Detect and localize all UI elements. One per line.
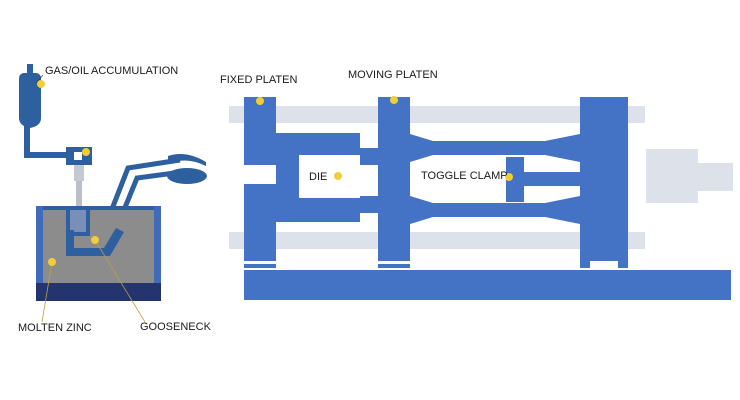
label-toggle-clamp: TOGGLE CLAMP (421, 170, 508, 182)
marker-fixed-platen (256, 97, 264, 105)
gooseneck (66, 206, 124, 256)
label-fixed-platen: FIXED PLATEN (220, 74, 298, 86)
die (276, 133, 378, 222)
gas-oil-accumulator (19, 64, 68, 158)
marker-die (334, 172, 342, 180)
marker-moving-platen (390, 96, 398, 104)
toggle-linkage (410, 134, 580, 224)
marker-toggle-clamp (505, 173, 513, 181)
marker-molten-zinc (48, 258, 56, 266)
label-gooseneck: GOOSENECK (140, 321, 211, 333)
hot-chamber-assembly (19, 64, 207, 323)
label-die: DIE (309, 171, 328, 183)
marker-accumulation (37, 80, 45, 88)
tie-rod-top (229, 106, 645, 123)
rear-platen (580, 97, 628, 268)
label-moving-platen: MOVING PLATEN (348, 69, 438, 81)
clamp-machine (229, 96, 733, 300)
label-gas-oil-accumulation: GAS/OIL ACCUMULATION (45, 65, 179, 77)
hydraulic-cylinder (646, 149, 733, 203)
fixed-platen (240, 97, 280, 268)
marker-gooseneck (91, 236, 99, 244)
machine-base (244, 270, 731, 300)
moving-platen (378, 97, 410, 268)
label-molten-zinc: MOLTEN ZINC (18, 322, 92, 334)
tie-rod-bottom (229, 232, 645, 249)
marker-valve (82, 148, 90, 156)
